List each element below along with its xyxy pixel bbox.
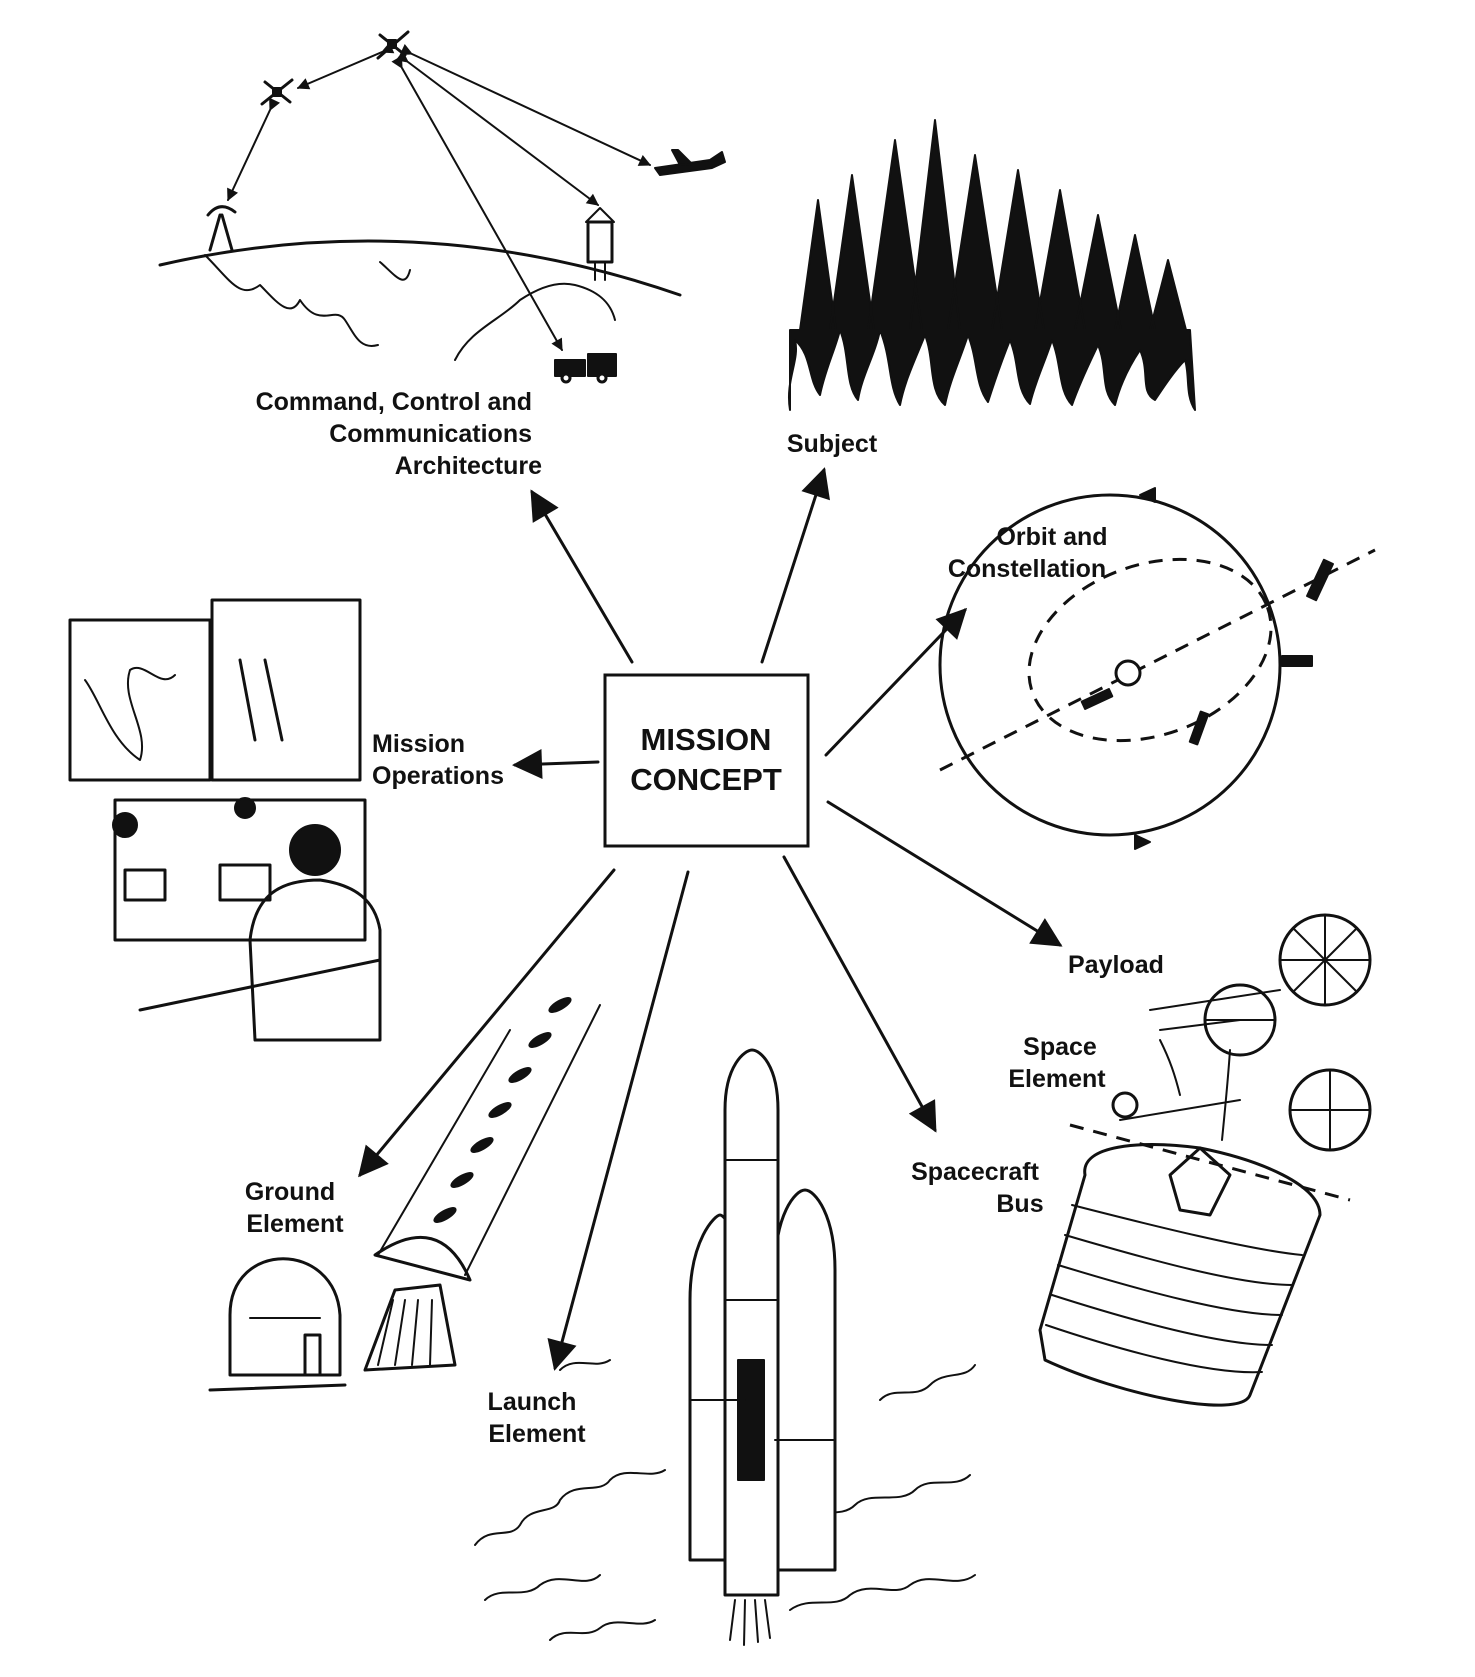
arrow-to-c3 [530, 489, 634, 664]
wall-screen-display [210, 598, 362, 782]
svg-text:Mission: Mission [372, 730, 465, 758]
svg-text:Ground: Ground [245, 1178, 335, 1206]
orbit-illustration [938, 487, 1376, 850]
svg-text:Constellation: Constellation [948, 555, 1106, 583]
arrow-to-spacecraft-bus [782, 855, 937, 1133]
svg-text:Subject: Subject [787, 430, 878, 458]
center-line-2: CONCEPT [630, 762, 782, 797]
svg-text:Bus: Bus [996, 1190, 1043, 1218]
label-spacecraft-bus: Spacecraft Bus [911, 1158, 1044, 1218]
radome-building [228, 1257, 342, 1377]
svg-text:Element: Element [1008, 1065, 1106, 1093]
label-operations: Mission Operations [372, 730, 504, 790]
svg-text:Launch: Launch [488, 1388, 577, 1416]
label-payload: Payload [1068, 951, 1164, 979]
arrow-to-payload [826, 800, 1063, 947]
svg-text:Operations: Operations [372, 762, 504, 790]
outer-orbit [938, 493, 1282, 837]
svg-text:Orbit and: Orbit and [996, 523, 1107, 551]
center-line-1: MISSION [641, 722, 772, 757]
orbit-satellite-4 [1281, 655, 1313, 667]
svg-text:Architecture: Architecture [395, 452, 542, 480]
ground-element-illustration [208, 997, 601, 1392]
svg-text:Payload: Payload [1068, 951, 1164, 979]
beam-satellites [433, 997, 572, 1223]
wall-map-display [68, 618, 212, 782]
ground-antenna-icon [206, 205, 237, 252]
label-ground: Ground Element [245, 1178, 344, 1238]
coastline [204, 254, 411, 347]
rocket-core [723, 1048, 780, 1597]
orbit-direction-arrow [1139, 487, 1156, 503]
coastline-2 [454, 282, 616, 361]
space-element-node [1111, 1091, 1139, 1119]
mission-concept-box: MISSION CONCEPT [603, 673, 810, 848]
earth-icon [1114, 659, 1142, 687]
rocket-exhaust [729, 1599, 771, 1646]
svg-text:Spacecraft: Spacecraft [911, 1158, 1040, 1186]
orbit-satellite-1 [1306, 558, 1334, 602]
svg-text:Element: Element [246, 1210, 344, 1238]
c3-illustration [158, 30, 726, 384]
orbit-plane-line [939, 548, 1376, 772]
tree-silhouettes [799, 119, 1187, 331]
satellite-icon [260, 78, 294, 106]
orbit-direction-arrow-2 [1134, 834, 1151, 850]
fire-flames [788, 329, 1196, 411]
dish-pedestal [363, 1283, 457, 1372]
svg-text:Element: Element [488, 1420, 586, 1448]
dish-antenna-icon [373, 1235, 472, 1282]
label-c3: Command, Control and Communications Arch… [256, 388, 542, 480]
launch-illustration [474, 1048, 976, 1646]
svg-text:Command, Control and: Command, Control and [256, 388, 532, 416]
svg-text:Space: Space [1023, 1033, 1097, 1061]
arrow-to-launch [547, 870, 690, 1371]
label-space-element: Space Element [1008, 1033, 1106, 1093]
forest-fire-illustration [788, 119, 1196, 411]
label-subject: Subject [787, 430, 878, 458]
concept-arrows [358, 467, 1063, 1371]
spacecraft-axis-line [1069, 1123, 1351, 1202]
tower-station-icon [585, 207, 615, 281]
operations-illustration [68, 598, 382, 1042]
label-orbit: Orbit and Constellation [948, 523, 1108, 583]
relay-satellite-icon [376, 30, 410, 60]
label-launch: Launch Element [488, 1388, 587, 1448]
aircraft-icon [654, 149, 726, 176]
spacecraft-bus-body [1038, 1143, 1322, 1407]
arrow-to-ground [358, 868, 616, 1178]
arrow-to-operations [512, 749, 600, 780]
arrow-to-subject [760, 467, 830, 664]
launch-smoke [474, 1359, 976, 1641]
spacecraft-illustration [1038, 913, 1372, 1407]
operator-body [248, 878, 382, 1042]
svg-text:Communications: Communications [329, 420, 532, 448]
operator-head-icon [289, 824, 341, 876]
orbit-satellite-3 [1188, 710, 1210, 746]
truck-icon [554, 353, 617, 384]
inner-orbit [1027, 557, 1273, 743]
orbit-satellite-2 [1080, 688, 1114, 710]
right-booster [773, 1188, 837, 1572]
